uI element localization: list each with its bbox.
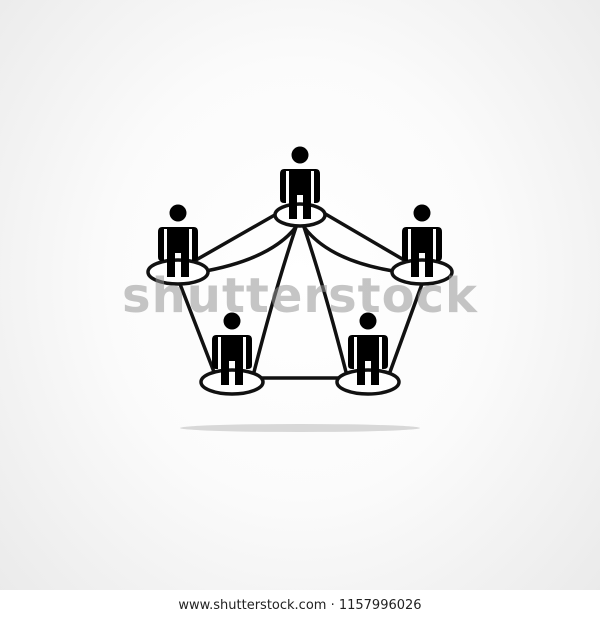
- platform-top-center: [273, 202, 327, 228]
- platform-bottom-right: [335, 368, 401, 396]
- edge-top-center-to-bottom-right: [302, 225, 348, 374]
- edge-top-center-to-top-right: [320, 210, 406, 262]
- edge-top-left-to-bottom-left: [178, 282, 216, 374]
- footer-id-text: www.shutterstock.com · 1157996026: [178, 598, 422, 613]
- platform-top-right: [390, 258, 454, 286]
- edge-top-center-to-top-right-curve: [302, 225, 402, 274]
- platform-top-left: [146, 258, 210, 286]
- edge-top-left-to-top-center: [194, 210, 282, 262]
- floor-shadow: [180, 424, 420, 432]
- footer-bar: www.shutterstock.com · 1157996026: [0, 590, 600, 620]
- edge-top-center-to-bottom-left: [252, 225, 298, 374]
- edge-top-right-to-bottom-right: [388, 282, 424, 374]
- edge-top-left-to-top-center-curve: [198, 225, 298, 274]
- platform-bottom-left: [199, 368, 265, 396]
